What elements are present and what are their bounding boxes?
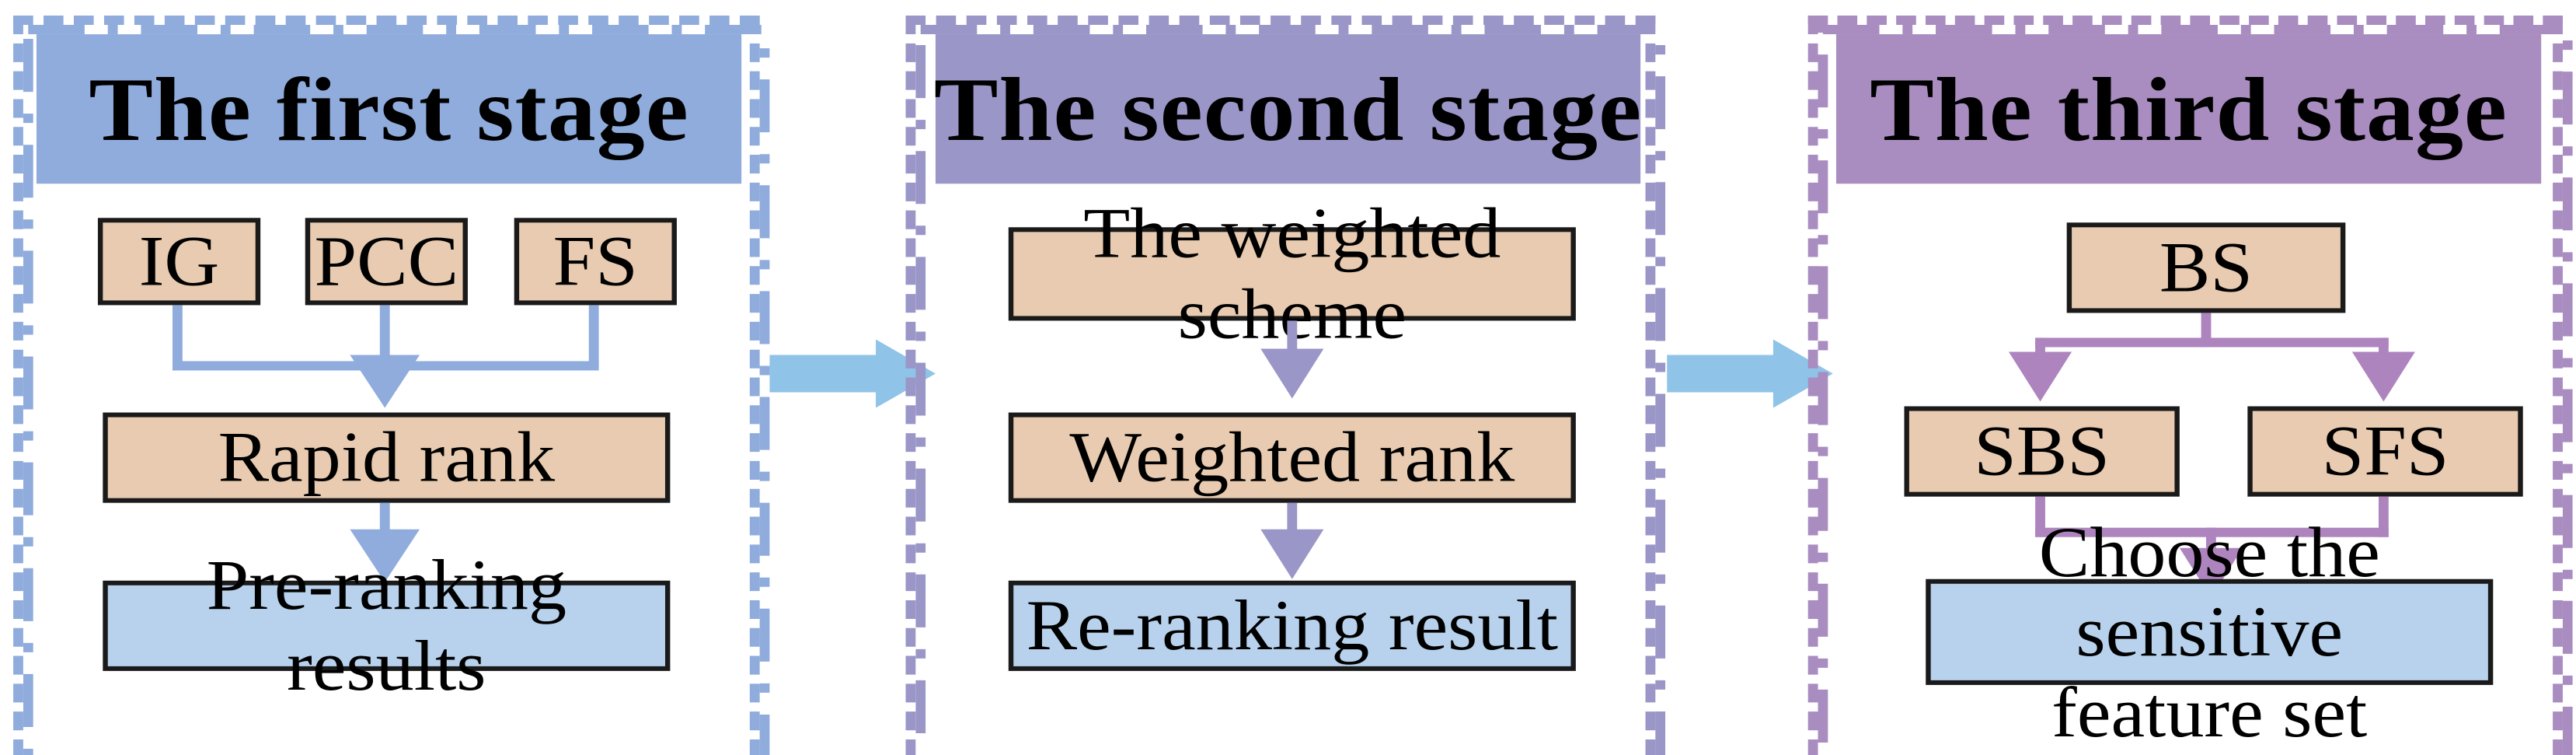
- node-ig[interactable]: IG: [97, 218, 261, 306]
- stage-3-header: The third stage: [1835, 34, 2542, 184]
- node-weighted-scheme-label: The weighted scheme: [1083, 194, 1501, 354]
- node-bs[interactable]: BS: [2066, 222, 2346, 313]
- node-rapid-rank[interactable]: Rapid rank: [103, 412, 671, 503]
- stage-1-header-label: The first stage: [89, 58, 689, 160]
- arrowhead-to-reranking-result: [1260, 529, 1324, 579]
- stage-arrow-2-shaft: [1667, 355, 1780, 393]
- node-choose-line-1: Choose the sensitive: [2038, 512, 2380, 672]
- stage-3-header-label: The third stage: [1870, 58, 2508, 160]
- connector-pcc-down: [379, 305, 390, 368]
- stage-2-header-label: The second stage: [933, 58, 1643, 160]
- connector-ig-down: [172, 305, 183, 368]
- node-sbs-label: SBS: [1974, 411, 2111, 491]
- node-reranking-result-label: Re-ranking result: [1026, 585, 1559, 666]
- connector-fs-down: [588, 305, 599, 368]
- connector-bs-split-bus: [2035, 337, 2389, 348]
- node-choose-line-2: feature set: [2051, 672, 2368, 752]
- arrowhead-to-weighted-rank: [1260, 348, 1324, 399]
- arrowhead-to-preranking-results: [350, 529, 420, 582]
- node-weighted-rank-label: Weighted rank: [1069, 418, 1515, 498]
- node-preranking-results[interactable]: Pre-ranking results: [103, 546, 671, 705]
- node-reranking-result[interactable]: Re-ranking result: [1008, 580, 1576, 671]
- connector-sfs-down: [2378, 496, 2389, 537]
- stage-arrow-1-shaft: [769, 355, 883, 393]
- node-rapid-rank-label: Rapid rank: [218, 418, 556, 498]
- arrowhead-to-sfs: [2351, 351, 2415, 402]
- node-weighted-rank[interactable]: Weighted rank: [1008, 412, 1576, 503]
- stage-2-header: The second stage: [933, 34, 1643, 184]
- arrowhead-to-rapid-rank: [350, 355, 420, 408]
- node-weighted-scheme[interactable]: The weighted scheme: [1008, 194, 1576, 353]
- node-fs-label: FS: [552, 221, 638, 301]
- node-pcc[interactable]: PCC: [305, 218, 468, 306]
- node-fs[interactable]: FS: [514, 218, 677, 306]
- node-sfs-label: SFS: [2321, 411, 2449, 491]
- node-sfs[interactable]: SFS: [2247, 406, 2523, 497]
- node-pcc-label: PCC: [314, 221, 459, 301]
- node-bs-label: BS: [2159, 227, 2254, 307]
- stage-1-header: The first stage: [36, 34, 742, 184]
- node-ig-label: IG: [138, 221, 220, 301]
- node-choose-sensitive-feature-set[interactable]: Choose the sensitive feature set: [1926, 512, 2494, 752]
- connector-sbs-down: [2035, 496, 2045, 537]
- node-preranking-results-label: Pre-ranking results: [206, 545, 567, 705]
- node-sbs[interactable]: SBS: [1904, 406, 2180, 497]
- arrowhead-to-sbs: [2008, 351, 2072, 402]
